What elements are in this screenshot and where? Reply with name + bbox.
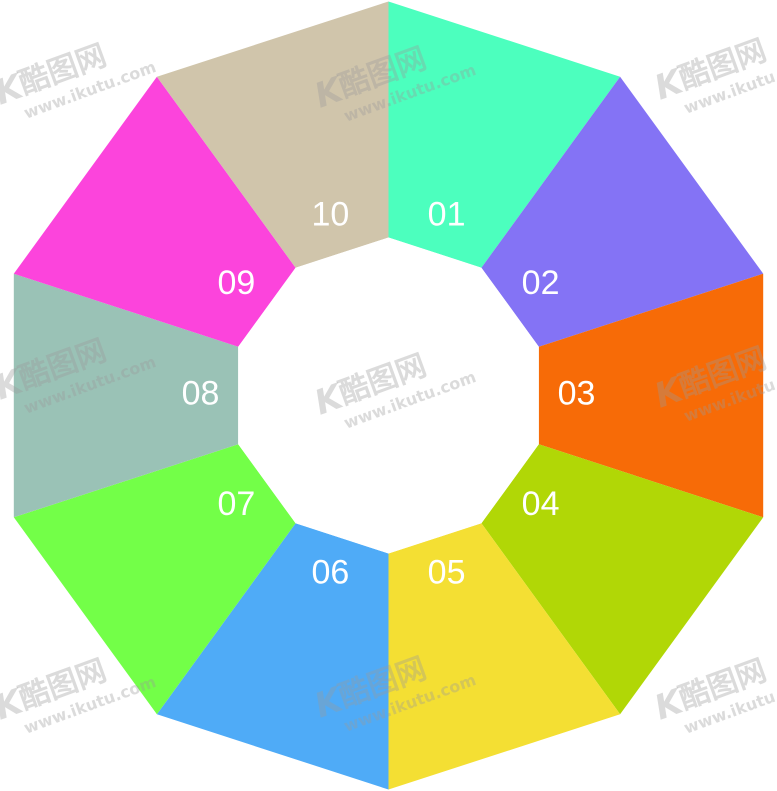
segment-label-04: 04 <box>522 485 560 523</box>
segment-08 <box>13 273 239 518</box>
segment-label-09: 09 <box>217 264 255 302</box>
segment-10 <box>156 1 389 268</box>
segment-04 <box>481 444 764 715</box>
segment-label-07: 07 <box>217 485 255 523</box>
segment-label-03: 03 <box>558 374 596 412</box>
segment-label-08: 08 <box>182 374 220 412</box>
segment-01 <box>388 1 621 268</box>
segment-group <box>13 1 764 790</box>
segment-label-01: 01 <box>428 196 466 234</box>
segment-label-05: 05 <box>428 553 466 591</box>
segment-label-group: 01 02 03 04 05 06 07 08 09 10 <box>182 196 596 592</box>
segment-label-02: 02 <box>522 264 560 302</box>
segment-label-06: 06 <box>311 553 349 591</box>
segment-05 <box>388 523 621 790</box>
segment-label-10: 10 <box>311 196 349 234</box>
segment-03 <box>538 273 764 518</box>
segment-09 <box>13 76 296 347</box>
segment-06 <box>156 523 389 790</box>
segment-07 <box>13 444 296 715</box>
segment-02 <box>481 76 764 347</box>
center-hole <box>238 237 539 554</box>
